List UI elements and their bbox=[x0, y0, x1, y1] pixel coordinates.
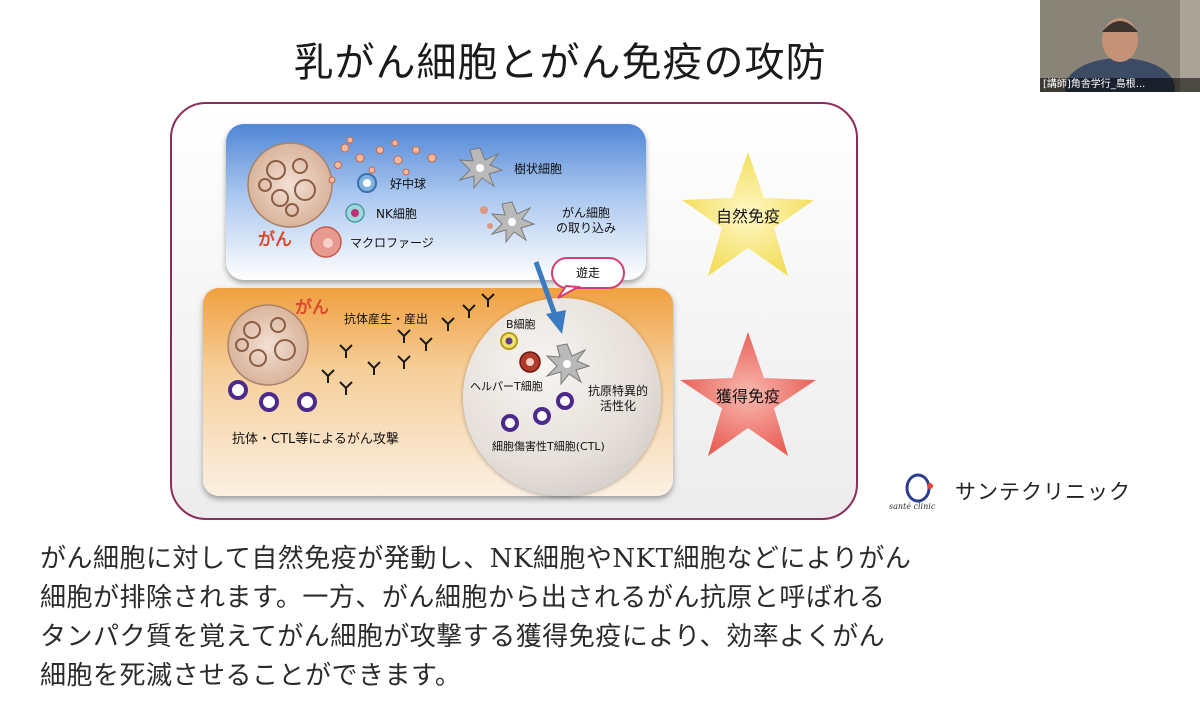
explanation-paragraph: がん細胞に対して自然免疫が発動し、NK細胞やNKT細胞などによりがん 細胞が排除… bbox=[40, 540, 1160, 696]
b-cell-icon bbox=[500, 332, 518, 350]
activation-label-line2: 活性化 bbox=[600, 399, 637, 413]
paragraph-line-3: タンパク質を覚えてがん細胞が攻撃する獲得免疫により、効率よくがん bbox=[40, 622, 886, 652]
nk-cell-icon bbox=[345, 203, 365, 223]
paragraph-line-1: がん細胞に対して自然免疫が発動し、NK細胞やNKT細胞などによりがん bbox=[40, 544, 912, 574]
neutrophil-icon bbox=[357, 173, 377, 193]
clinic-logo-name: サンテクリニック bbox=[955, 480, 1131, 504]
helper-t-cell-icon bbox=[519, 351, 541, 373]
nk-cell-label: NK細胞 bbox=[376, 207, 417, 221]
ctl-icon bbox=[556, 392, 574, 410]
acquired-cancer-mass bbox=[227, 304, 309, 386]
ctl-icon bbox=[259, 392, 279, 412]
webcam-video bbox=[1040, 0, 1200, 92]
slide-title: 乳がん細胞とがん免疫の攻防 bbox=[293, 40, 827, 86]
lymph-dendritic-icon bbox=[545, 343, 591, 386]
clinic-logo-icon bbox=[905, 473, 933, 503]
webcam-name-label: [講師]角舎学行_島根... bbox=[1040, 78, 1200, 92]
innate-star-label: 自然免疫 bbox=[715, 207, 780, 226]
dendritic-uptake-icon bbox=[480, 201, 536, 244]
acquired-star-icon bbox=[680, 332, 816, 456]
innate-cancer-mass bbox=[247, 142, 333, 228]
presenter-avatar bbox=[1040, 0, 1200, 92]
innate-star-icon bbox=[682, 152, 814, 276]
activation-label: 抗原特異的 活性化 bbox=[588, 384, 648, 414]
helper-t-label: ヘルパーT細胞 bbox=[470, 380, 543, 393]
uptake-label-line2: の取り込み bbox=[556, 221, 617, 235]
ctl-icon bbox=[533, 407, 551, 425]
migration-speech-bubble bbox=[551, 257, 625, 299]
migration-arrow bbox=[533, 261, 566, 334]
cancer-debris-dots bbox=[328, 136, 437, 184]
uptake-label-line1: がん細胞 bbox=[562, 206, 611, 220]
uptake-label: がん細胞 の取り込み bbox=[556, 206, 616, 236]
attack-label: 抗体・CTL等によるがん攻撃 bbox=[232, 432, 399, 447]
macrophage-icon bbox=[310, 226, 342, 258]
neutrophil-label: 好中球 bbox=[390, 177, 427, 191]
paragraph-line-4: 細胞を死滅させることができます。 bbox=[40, 661, 462, 691]
antibody-production-label: 抗体産生・産出 bbox=[344, 312, 429, 326]
dendritic-cell-icon bbox=[458, 147, 504, 190]
acquired-star-label: 獲得免疫 bbox=[715, 387, 780, 406]
acquired-cancer-label: がん bbox=[295, 298, 329, 318]
macrophage-label: マクロファージ bbox=[350, 236, 434, 250]
ctl-label: 細胞傷害性T細胞(CTL) bbox=[492, 440, 605, 453]
b-cell-label: B細胞 bbox=[506, 318, 536, 331]
activation-label-line1: 抗原特異的 bbox=[588, 384, 649, 398]
antibody-icons bbox=[321, 293, 495, 395]
innate-cancer-label: がん bbox=[258, 230, 292, 250]
ctl-icon bbox=[501, 414, 519, 432]
migration-label: 遊走 bbox=[575, 266, 600, 280]
ctl-icon bbox=[228, 380, 248, 400]
dendritic-cell-label: 樹状細胞 bbox=[514, 162, 563, 176]
paragraph-line-2: 細胞が排除されます。一方、がん細胞から出されるがん抗原と呼ばれる bbox=[40, 583, 886, 613]
clinic-logo-subtext: santé clinic bbox=[889, 502, 936, 511]
ctl-icon bbox=[297, 392, 317, 412]
